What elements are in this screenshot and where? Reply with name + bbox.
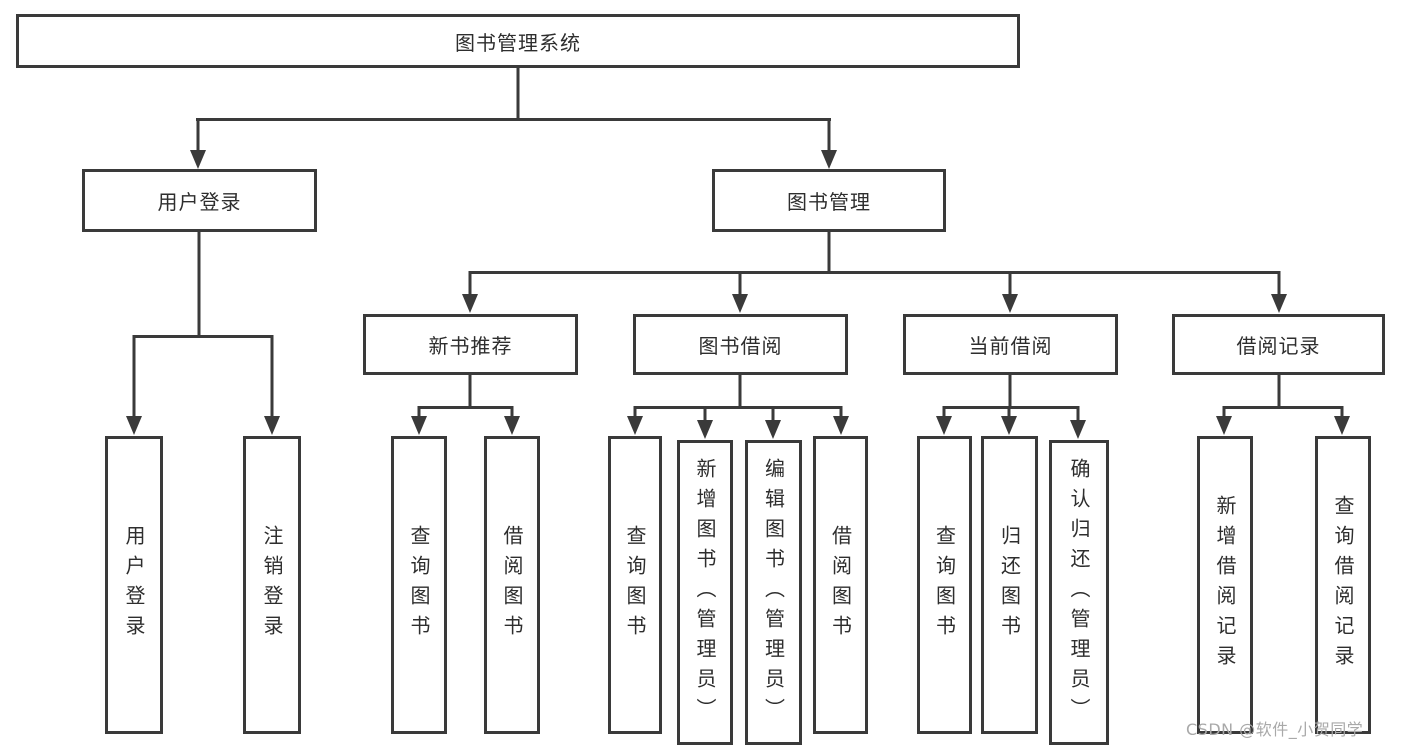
connector-current-borrow [942, 374, 1080, 421]
node-borrow-records-label: 借阅记录 [1236, 334, 1321, 358]
arrowheads-book-mgmt [462, 294, 1287, 313]
leaf-borrow-books-recommend-label: 借阅图书 [500, 525, 524, 645]
leaf-edit-book-admin: 编辑图书（管理员） [745, 440, 802, 745]
leaf-borrow-books-recommend: 借阅图书 [484, 436, 540, 734]
node-user-login: 用户登录 [82, 169, 317, 232]
connector-root [196, 68, 831, 153]
leaf-borrow-books-borrow: 借阅图书 [813, 436, 868, 734]
leaf-edit-book-admin-label: 编辑图书（管理员） [761, 457, 786, 728]
node-book-borrow: 图书借阅 [633, 314, 848, 375]
node-book-borrow-label: 图书借阅 [698, 334, 783, 358]
connector-new-book-recommend [417, 374, 514, 418]
leaf-query-books-current-label: 查询图书 [932, 525, 957, 645]
node-current-borrow: 当前借阅 [903, 314, 1118, 375]
leaf-query-books-recommend: 查询图书 [391, 436, 447, 734]
connector-user-login [132, 232, 274, 418]
leaf-query-books-current: 查询图书 [917, 436, 972, 734]
leaf-add-book-admin-label: 新增图书（管理员） [693, 457, 717, 728]
leaf-query-books-borrow: 查询图书 [608, 436, 662, 734]
leaf-logout-label: 注销登录 [260, 525, 284, 645]
leaf-add-borrow-record: 新增借阅记录 [1197, 436, 1253, 734]
leaf-add-borrow-record-label: 新增借阅记录 [1213, 495, 1237, 675]
connector-borrow-records [1222, 375, 1344, 418]
node-current-borrow-label: 当前借阅 [968, 334, 1053, 358]
arrowheads-borrow-records [1216, 416, 1350, 435]
node-user-login-label: 用户登录 [157, 190, 242, 214]
leaf-return-book: 归还图书 [981, 436, 1038, 734]
node-new-book-recommend-label: 新书推荐 [428, 334, 513, 358]
node-new-book-recommend: 新书推荐 [363, 314, 578, 375]
arrowheads-user-login [126, 416, 280, 435]
node-borrow-records: 借阅记录 [1172, 314, 1385, 375]
leaf-query-books-borrow-label: 查询图书 [623, 525, 647, 645]
leaf-confirm-return-admin: 确认归还（管理员） [1049, 440, 1109, 745]
node-book-mgmt: 图书管理 [712, 169, 946, 232]
leaf-query-books-recommend-label: 查询图书 [407, 525, 431, 645]
node-root-system: 图书管理系统 [16, 14, 1020, 68]
arrowheads-current-borrow [936, 416, 1086, 439]
node-book-mgmt-label: 图书管理 [787, 190, 871, 214]
csdn-watermark: CSDN @软件_小贺同学 [1186, 720, 1364, 739]
node-root-system-label: 图书管理系统 [455, 30, 581, 55]
connector-book-borrow [633, 374, 843, 421]
leaf-query-borrow-record: 查询借阅记录 [1315, 436, 1371, 734]
leaf-borrow-books-borrow-label: 借阅图书 [828, 525, 853, 645]
leaf-user-login: 用户登录 [105, 436, 163, 734]
leaf-query-borrow-record-label: 查询借阅记录 [1331, 495, 1355, 675]
leaf-user-login-label: 用户登录 [122, 525, 146, 645]
connector-book-mgmt [468, 232, 1281, 297]
arrowheads-root [190, 150, 837, 169]
arrowheads-new-book-recommend [411, 416, 520, 435]
leaf-confirm-return-admin-label: 确认归还（管理员） [1067, 457, 1091, 728]
leaf-add-book-admin: 新增图书（管理员） [677, 440, 733, 745]
leaf-logout: 注销登录 [243, 436, 301, 734]
leaf-return-book-label: 归还图书 [997, 525, 1022, 645]
